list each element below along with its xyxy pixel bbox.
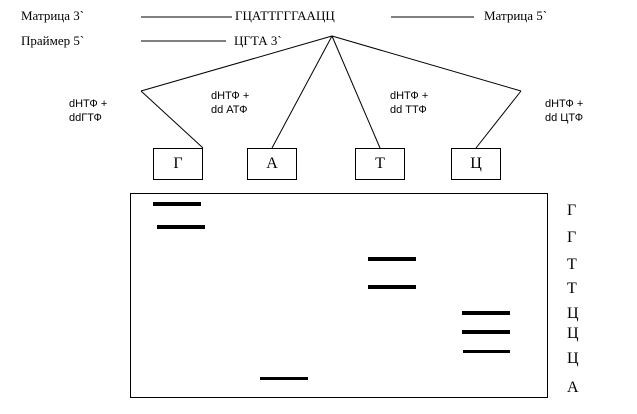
- reaction-c-line2: dd ЦТФ: [545, 112, 584, 124]
- readout-8: А: [567, 379, 579, 396]
- reaction-label-c: dНТФ + dd ЦТФ: [545, 97, 583, 125]
- readout-6: Ц: [567, 325, 579, 342]
- reaction-a-line1: dНТФ +: [211, 90, 250, 102]
- primer-label: Праймер 5`: [21, 33, 85, 48]
- gel-band-g-2: [157, 225, 205, 229]
- gel-band-c-1: [462, 311, 510, 315]
- readout-3: Т: [567, 256, 577, 273]
- gel-band-c-2: [462, 330, 510, 334]
- template-5-label: Матрица 5`: [484, 8, 548, 23]
- primer-sequence: ЦГТА 3`: [234, 33, 282, 48]
- lane-box-c: Ц: [451, 148, 501, 180]
- reaction-label-a: dНТФ + dd АТФ: [211, 89, 249, 117]
- lane-box-a: А: [247, 148, 297, 180]
- reaction-label-g: dНТФ + ddГТФ: [69, 97, 107, 125]
- readout-7: Ц: [567, 350, 579, 367]
- gel-frame: [130, 193, 548, 398]
- reaction-label-t: dНТФ + dd ТТФ: [390, 89, 428, 117]
- reaction-t-line2: dd ТТФ: [390, 104, 427, 116]
- reaction-t-line1: dНТФ +: [390, 90, 429, 102]
- template-3-label: Матрица 3`: [21, 8, 85, 23]
- readout-5: Ц: [567, 305, 579, 322]
- gel-band-c-3: [463, 350, 510, 353]
- gel-band-t-1: [368, 257, 416, 261]
- readout-2: Г: [567, 229, 577, 246]
- lane-box-t: Т: [355, 148, 405, 180]
- gel-band-t-2: [368, 285, 416, 289]
- reaction-g-line1: dНТФ +: [69, 98, 108, 110]
- reaction-c-line1: dНТФ +: [545, 98, 584, 110]
- gel-band-a-1: [260, 377, 308, 380]
- template-sequence: ГЦАТТГГГААЦЦ: [235, 8, 335, 23]
- readout-4: Т: [567, 280, 577, 297]
- lane-box-g: Г: [153, 148, 203, 180]
- gel-band-g-1: [153, 202, 201, 206]
- readout-1: Г: [567, 202, 577, 219]
- reaction-g-line2: ddГТФ: [69, 112, 102, 124]
- reaction-a-line2: dd АТФ: [211, 104, 248, 116]
